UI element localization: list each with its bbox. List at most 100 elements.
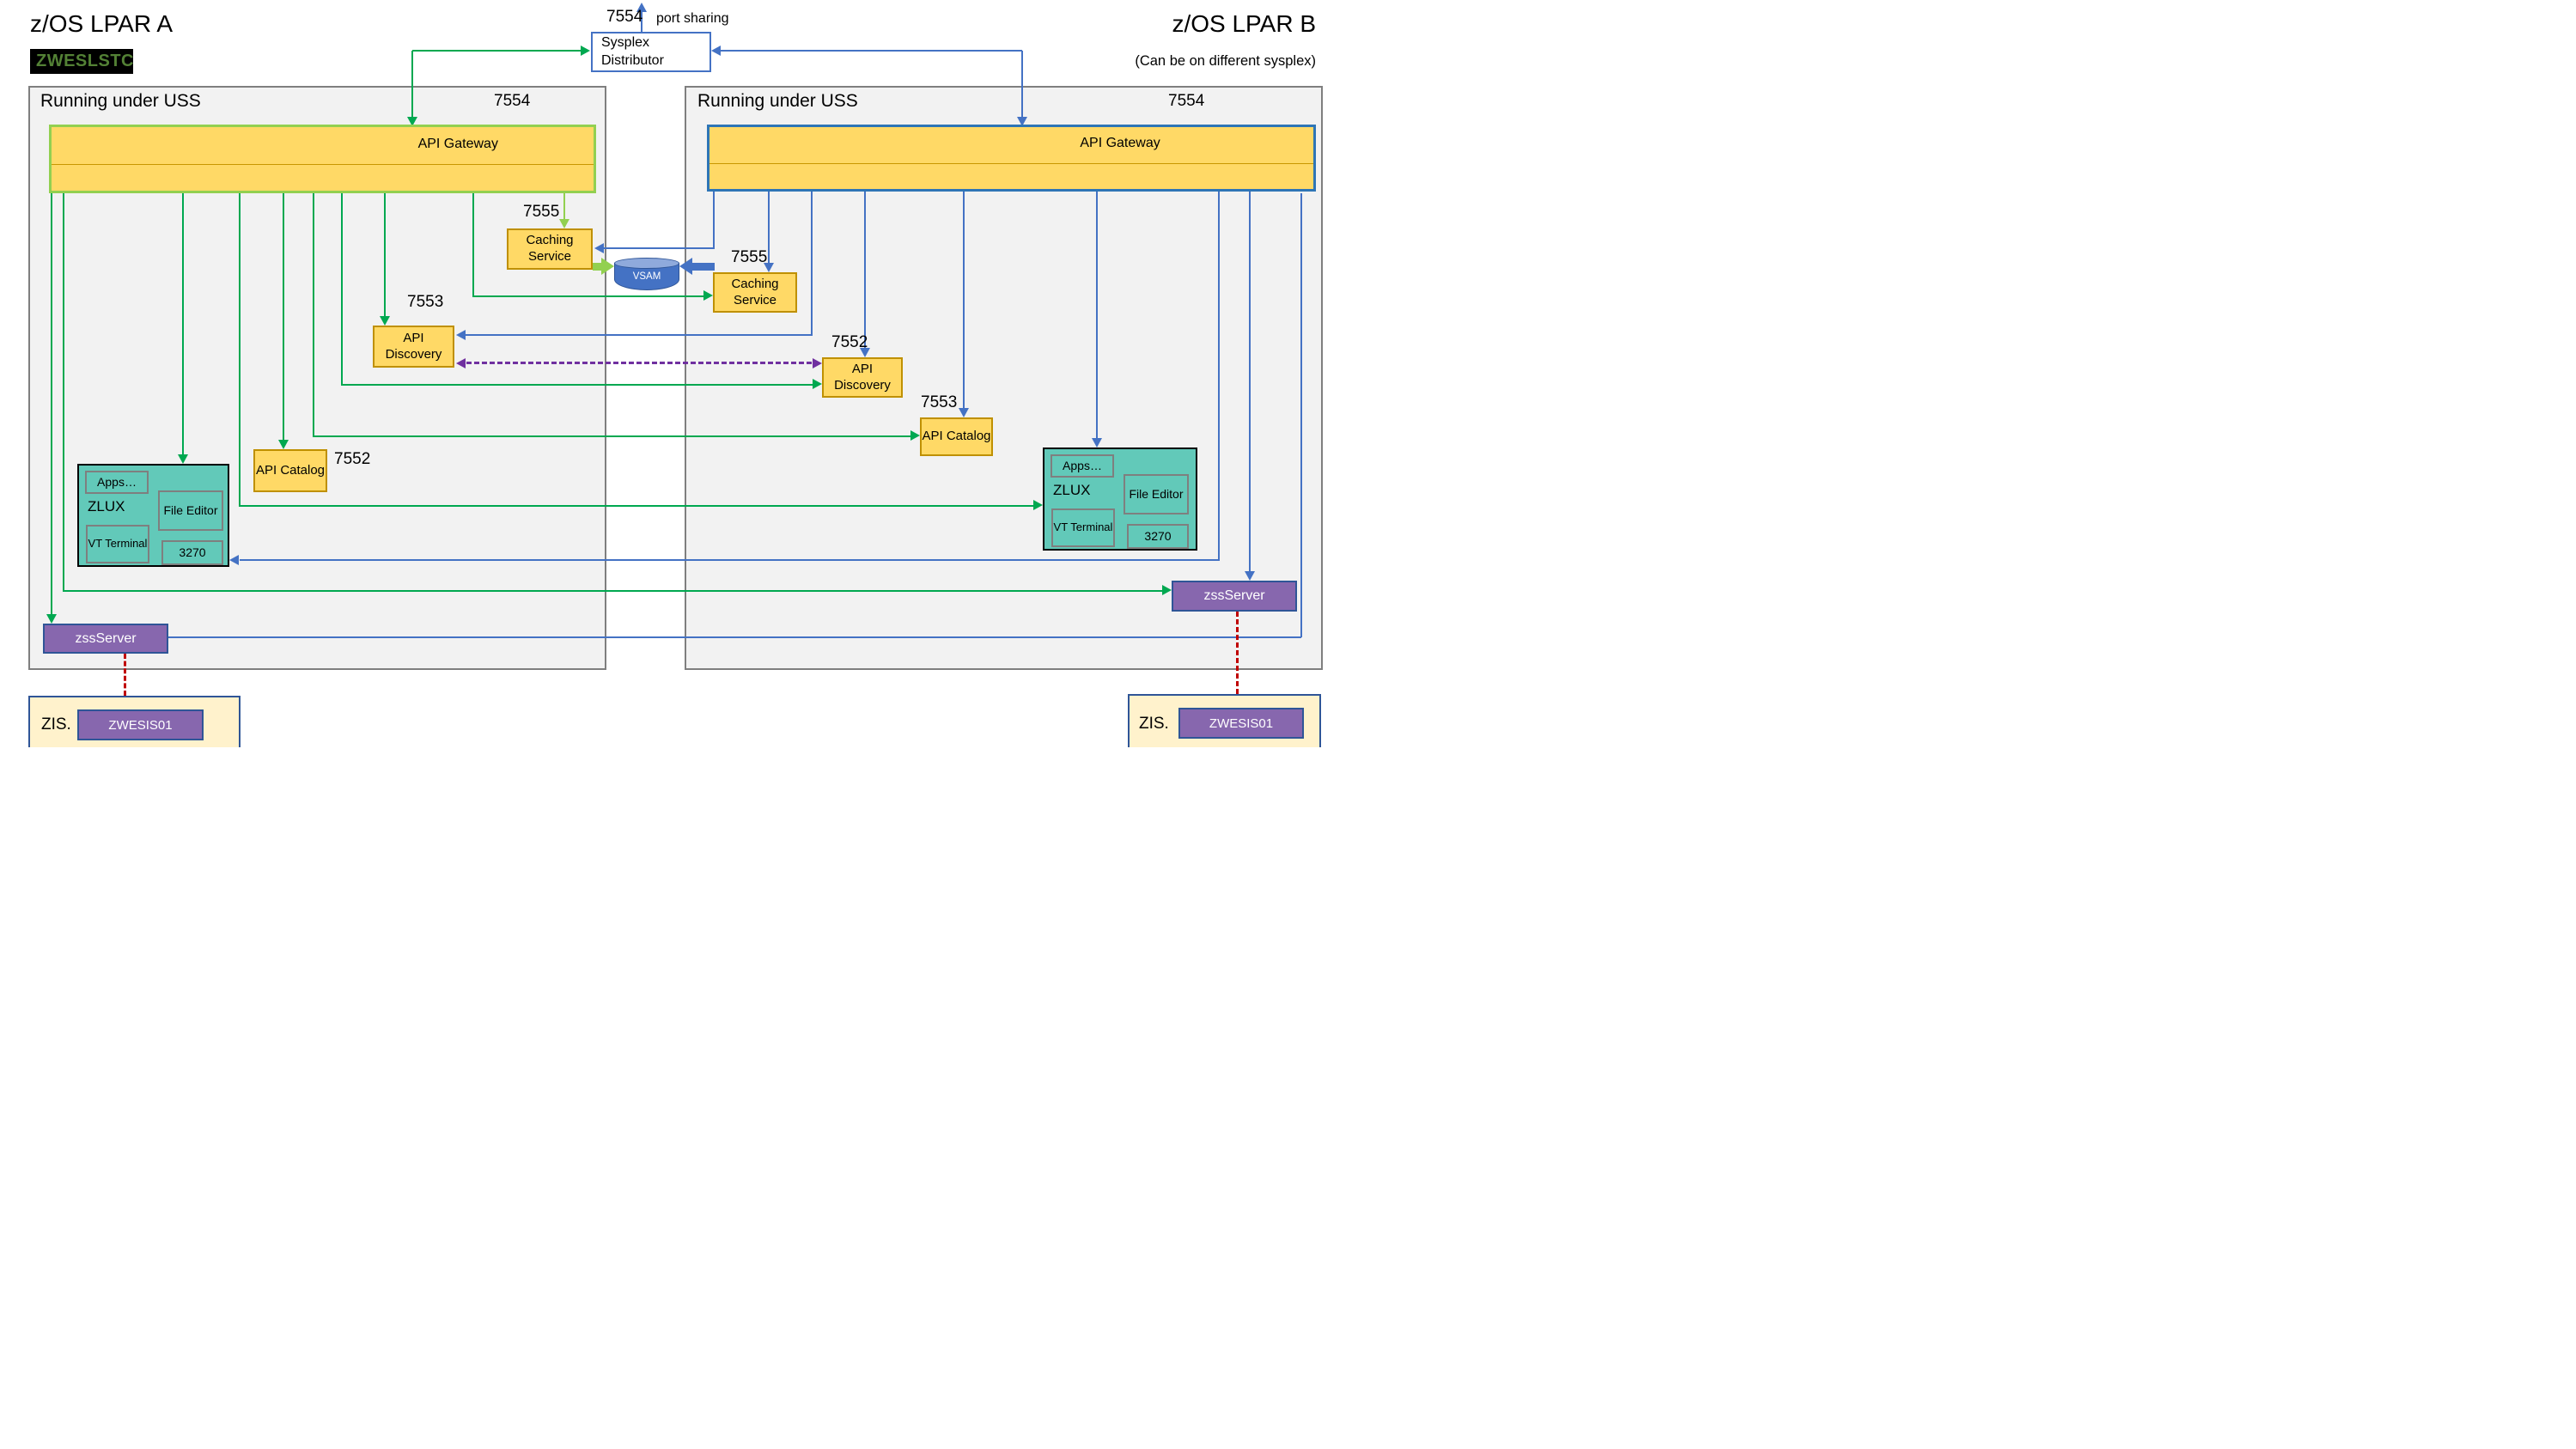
- uss-a-label: Running under USS: [40, 91, 201, 112]
- link-sysplex-to-gwb-v: [1021, 51, 1023, 119]
- link-gwa-disca-arrow-icon: [380, 316, 390, 326]
- link-gwb-zssb: [1249, 192, 1251, 574]
- link-gwb-zluxa-h: [240, 559, 1219, 561]
- caching-a-port: 7555: [523, 203, 559, 222]
- api-catalog-b: API Catalog: [920, 417, 993, 456]
- link-gwb-cacha-v: [713, 192, 715, 249]
- discovery-a-port: 7553: [407, 293, 443, 312]
- uss-b-gateway-port: 7554: [1168, 92, 1204, 111]
- link-gwb-discb: [864, 192, 866, 350]
- link-gwa-zluxb-h: [239, 505, 1035, 507]
- link-gwb-disca-arrow-icon: [456, 330, 466, 340]
- lpar-b-title: z/OS LPAR B: [1065, 10, 1316, 38]
- vsam-label: VSAM: [614, 271, 679, 282]
- zis-a-label: ZIS.: [41, 715, 71, 734]
- link-gwb-cacha-arrow-icon: [594, 243, 604, 253]
- sysplex-distributor-box: Sysplex Distributor: [591, 32, 711, 72]
- link-gwa-discb-h: [341, 384, 814, 386]
- link-gwa-zssa-arrow-icon: [46, 614, 57, 624]
- zlux-a-label: ZLUX: [88, 498, 125, 515]
- link-gwa-cata-arrow-icon: [278, 440, 289, 449]
- link-zssa-gwb-h: [168, 636, 1301, 638]
- link-gwb-zluxb-arrow-icon: [1092, 438, 1102, 447]
- api-gateway-a: API Gateway: [49, 125, 596, 193]
- link-gwb-zluxb: [1096, 192, 1098, 441]
- zlux-a-apps: Apps…: [85, 471, 149, 494]
- link-zssa-gwb-v: [1300, 193, 1302, 637]
- link-gwb-catb-arrow-icon: [959, 408, 969, 417]
- api-discovery-a: API Discovery: [373, 326, 454, 368]
- link-gwa-catb-v: [313, 193, 314, 437]
- link-gwb-zluxa-arrow-icon: [229, 555, 239, 565]
- catalog-b-port: 7553: [921, 393, 957, 412]
- zlux-b-label: ZLUX: [1053, 482, 1090, 499]
- api-gateway-b-divider: [709, 163, 1313, 164]
- discovery-b-port: 7552: [831, 333, 868, 352]
- zwesis01-b: ZWESIS01: [1178, 708, 1304, 739]
- link-disca-discb-dashed: [466, 362, 812, 364]
- link-gwa-zluxa: [182, 193, 184, 456]
- zlux-b-vt-terminal: VT Terminal: [1051, 508, 1115, 547]
- uss-b-label: Running under USS: [697, 91, 858, 112]
- lpar-a-title: z/OS LPAR A: [30, 10, 173, 38]
- link-gwb-disca-v: [811, 192, 813, 336]
- vsam-cylinder-top-icon: [614, 258, 679, 269]
- link-gwa-to-sysplex-h: [412, 50, 584, 52]
- link-gwa-cachb-v: [472, 193, 474, 297]
- link-gwa-zluxa-arrow-icon: [178, 454, 188, 464]
- uss-a-gateway-port: 7554: [494, 92, 530, 111]
- vsam-cylinder: VSAM: [614, 258, 679, 290]
- link-gwa-cata: [283, 193, 284, 442]
- link-disca-discb-arrow-right-icon: [813, 358, 822, 368]
- link-gwb-cacha-h: [603, 247, 714, 249]
- zss-server-a: zssServer: [43, 624, 168, 654]
- zss-server-b: zssServer: [1172, 581, 1297, 612]
- api-gateway-b-label: API Gateway: [1080, 136, 1160, 151]
- link-gwa-zssb-v: [63, 193, 64, 591]
- link-gwa-cacha-arrow-icon: [559, 219, 569, 228]
- port-sharing-note: port sharing: [656, 11, 729, 27]
- api-discovery-b: API Discovery: [822, 357, 903, 398]
- zlux-b-apps: Apps…: [1050, 454, 1114, 478]
- link-gwa-discb-v: [341, 193, 343, 386]
- caching-b-port: 7555: [731, 248, 767, 267]
- link-gwb-cachb: [768, 192, 770, 265]
- link-gwa-zssa: [51, 193, 52, 616]
- lpar-b-note: (Can be on different sysplex): [1060, 53, 1316, 70]
- zowe-ha-architecture-diagram: z/OS LPAR A ZWESLSTC z/OS LPAR B (Can be…: [0, 0, 1328, 747]
- sysplex-distributor-label: Sysplex Distributor: [601, 34, 709, 70]
- link-gwa-zluxb-v: [239, 193, 241, 507]
- zweslstc-badge: ZWESLSTC: [30, 49, 133, 74]
- zlux-b-3270: 3270: [1127, 524, 1189, 549]
- link-cacha-vsam-arrow-icon: [601, 258, 614, 275]
- caching-service-b: Caching Service: [713, 272, 797, 313]
- link-gwa-catb-h: [313, 435, 912, 437]
- link-gwb-catb: [963, 192, 965, 411]
- api-gateway-a-label: API Gateway: [418, 137, 498, 152]
- zlux-a-file-editor: File Editor: [158, 490, 223, 531]
- link-disca-discb-arrow-left-icon: [456, 358, 466, 368]
- api-gateway-b: API Gateway: [707, 125, 1316, 192]
- zlux-a-3270: 3270: [161, 540, 223, 565]
- link-gwa-discb-arrow-icon: [813, 379, 822, 389]
- zis-b-label: ZIS.: [1139, 715, 1169, 734]
- zwesis01-a: ZWESIS01: [77, 709, 204, 740]
- zlux-a-vt-terminal: VT Terminal: [86, 525, 149, 563]
- link-zssb-zis-dashed: [1236, 612, 1239, 694]
- link-gwa-cachb-h: [472, 295, 705, 297]
- link-gwa-zluxb-arrow-icon: [1033, 500, 1043, 510]
- api-gateway-a-divider: [52, 164, 594, 165]
- link-gwa-cacha: [563, 193, 565, 222]
- link-cachb-vsam: [690, 263, 715, 271]
- link-gwa-catb-arrow-icon: [910, 430, 920, 441]
- link-gwb-zluxa-v: [1218, 192, 1220, 561]
- link-gwa-zssb-h: [63, 590, 1164, 592]
- link-gwb-disca-h: [465, 334, 812, 336]
- link-sysplex-to-gwa-v: [411, 51, 413, 119]
- link-gwb-to-sysplex-h: [720, 50, 1022, 52]
- link-gwb-zssb-arrow-icon: [1245, 571, 1255, 581]
- link-zssa-zis-dashed: [124, 654, 126, 696]
- link-gwa-zssb-arrow-icon: [1162, 585, 1172, 595]
- caching-service-a: Caching Service: [507, 228, 593, 270]
- zlux-b-file-editor: File Editor: [1124, 474, 1189, 514]
